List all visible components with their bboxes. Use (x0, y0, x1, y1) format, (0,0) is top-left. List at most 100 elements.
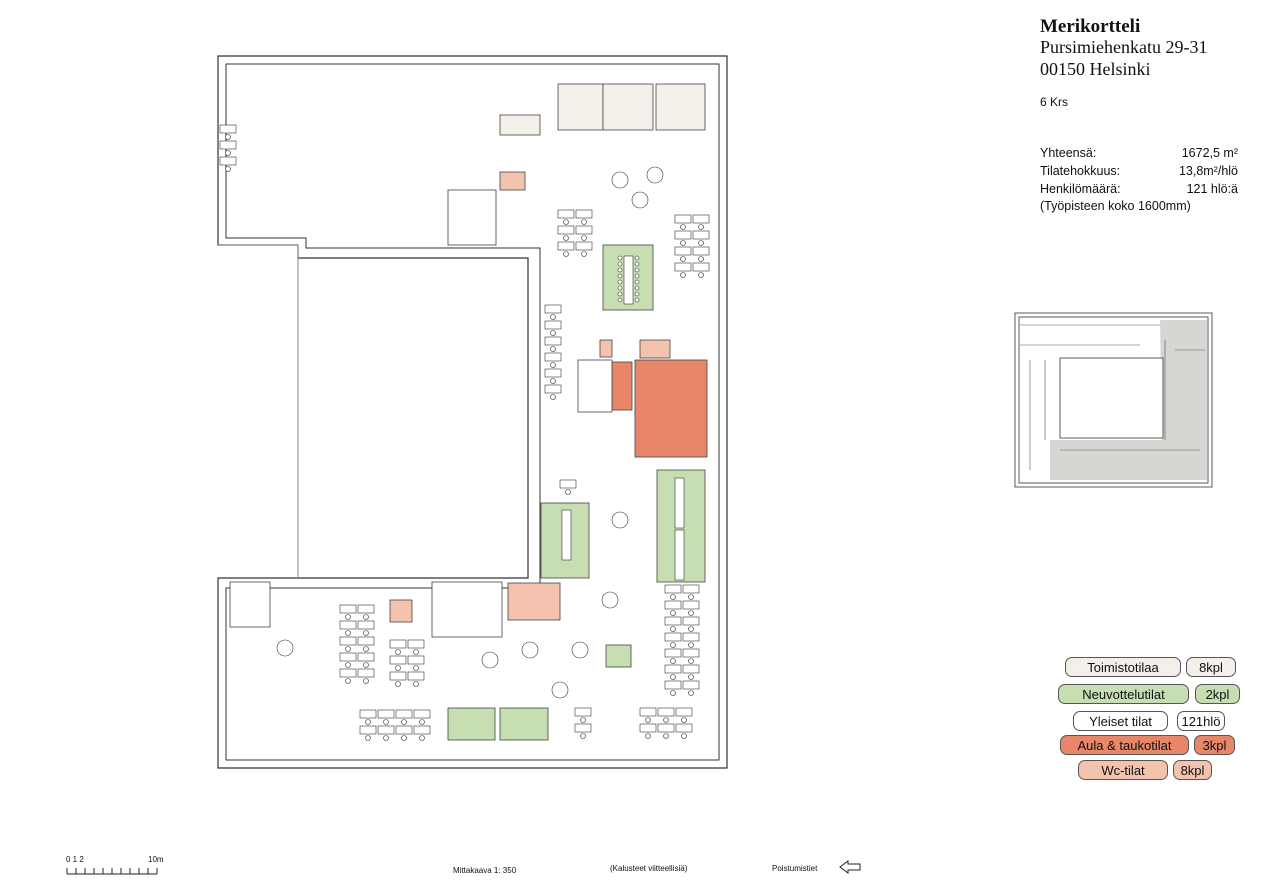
desk (682, 616, 700, 626)
chair (581, 251, 587, 257)
meeting-room (447, 707, 496, 741)
legend-meeting-count: 2kpl (1195, 684, 1240, 704)
desk (674, 230, 692, 240)
round-table (571, 641, 589, 659)
chair (395, 681, 401, 687)
workstation-note: (Työpisteen koko 1600mm) (1040, 199, 1191, 213)
desk (674, 246, 692, 256)
desk (544, 384, 562, 394)
desk (557, 241, 575, 251)
chair (634, 279, 640, 285)
chair (688, 642, 694, 648)
chair (698, 240, 704, 246)
chair (617, 273, 623, 279)
chair (617, 279, 623, 285)
exit-arrow-icon (839, 860, 861, 874)
chair (395, 665, 401, 671)
key-plan (1014, 312, 1213, 488)
chair (419, 719, 425, 725)
chair (363, 662, 369, 668)
desk (664, 664, 682, 674)
round-table (646, 166, 664, 184)
chair (580, 733, 586, 739)
chair (383, 719, 389, 725)
chair (681, 717, 687, 723)
chair (634, 291, 640, 297)
chair (419, 735, 425, 741)
chair (563, 251, 569, 257)
desk (359, 725, 377, 735)
chair (363, 646, 369, 652)
chair (663, 717, 669, 723)
desk (544, 352, 562, 362)
chair (617, 285, 623, 291)
desk (682, 648, 700, 658)
chair (345, 614, 351, 620)
desk (544, 336, 562, 346)
desk (413, 725, 431, 735)
chair (634, 297, 640, 303)
desk (575, 209, 593, 219)
chair (688, 610, 694, 616)
chair (345, 678, 351, 684)
inner-wall (225, 63, 720, 761)
chair (698, 256, 704, 262)
chair (413, 649, 419, 655)
stat-value: 13,8m²/hlö (1178, 164, 1238, 178)
meeting-room (540, 502, 590, 579)
legend-common-count: 121hlö (1177, 711, 1225, 731)
round-table (611, 171, 629, 189)
desk (639, 723, 657, 733)
chair (363, 630, 369, 636)
chair (413, 681, 419, 687)
chair (225, 134, 231, 140)
desk (544, 320, 562, 330)
chair (634, 261, 640, 267)
stat-total-area: Yhteensä:1672,5 m² (1040, 146, 1240, 160)
desk (692, 246, 710, 256)
desk (413, 709, 431, 719)
desk (544, 368, 562, 378)
legend-common: Yleiset tilat (1073, 711, 1168, 731)
conference-table (561, 509, 572, 561)
chair (688, 594, 694, 600)
chair (670, 594, 676, 600)
office-room (499, 114, 541, 136)
desk (692, 262, 710, 272)
wc-room (507, 582, 561, 621)
desk (664, 600, 682, 610)
stairwell (229, 581, 271, 628)
meeting-room (499, 707, 549, 741)
stat-label: Yhteensä: (1040, 146, 1097, 160)
chair (698, 272, 704, 278)
desk (339, 636, 357, 646)
chair (670, 690, 676, 696)
desk (574, 707, 592, 717)
chair (581, 219, 587, 225)
chair (363, 678, 369, 684)
office-room (602, 83, 654, 131)
chair (680, 240, 686, 246)
chair (680, 256, 686, 262)
wc-room (639, 339, 671, 359)
chair (645, 733, 651, 739)
chair (670, 674, 676, 680)
round-table (481, 651, 499, 669)
chair (401, 719, 407, 725)
chair (617, 255, 623, 261)
desk (575, 225, 593, 235)
chair (413, 665, 419, 671)
desk (395, 709, 413, 719)
desk (664, 616, 682, 626)
chair (550, 378, 556, 384)
chair (550, 362, 556, 368)
desk (219, 140, 237, 150)
desk (557, 209, 575, 219)
chair (670, 658, 676, 664)
break-area (634, 359, 708, 458)
chair (581, 235, 587, 241)
desk (377, 709, 395, 719)
scale-end: 10m (148, 855, 164, 864)
desk (339, 652, 357, 662)
desk (692, 214, 710, 224)
